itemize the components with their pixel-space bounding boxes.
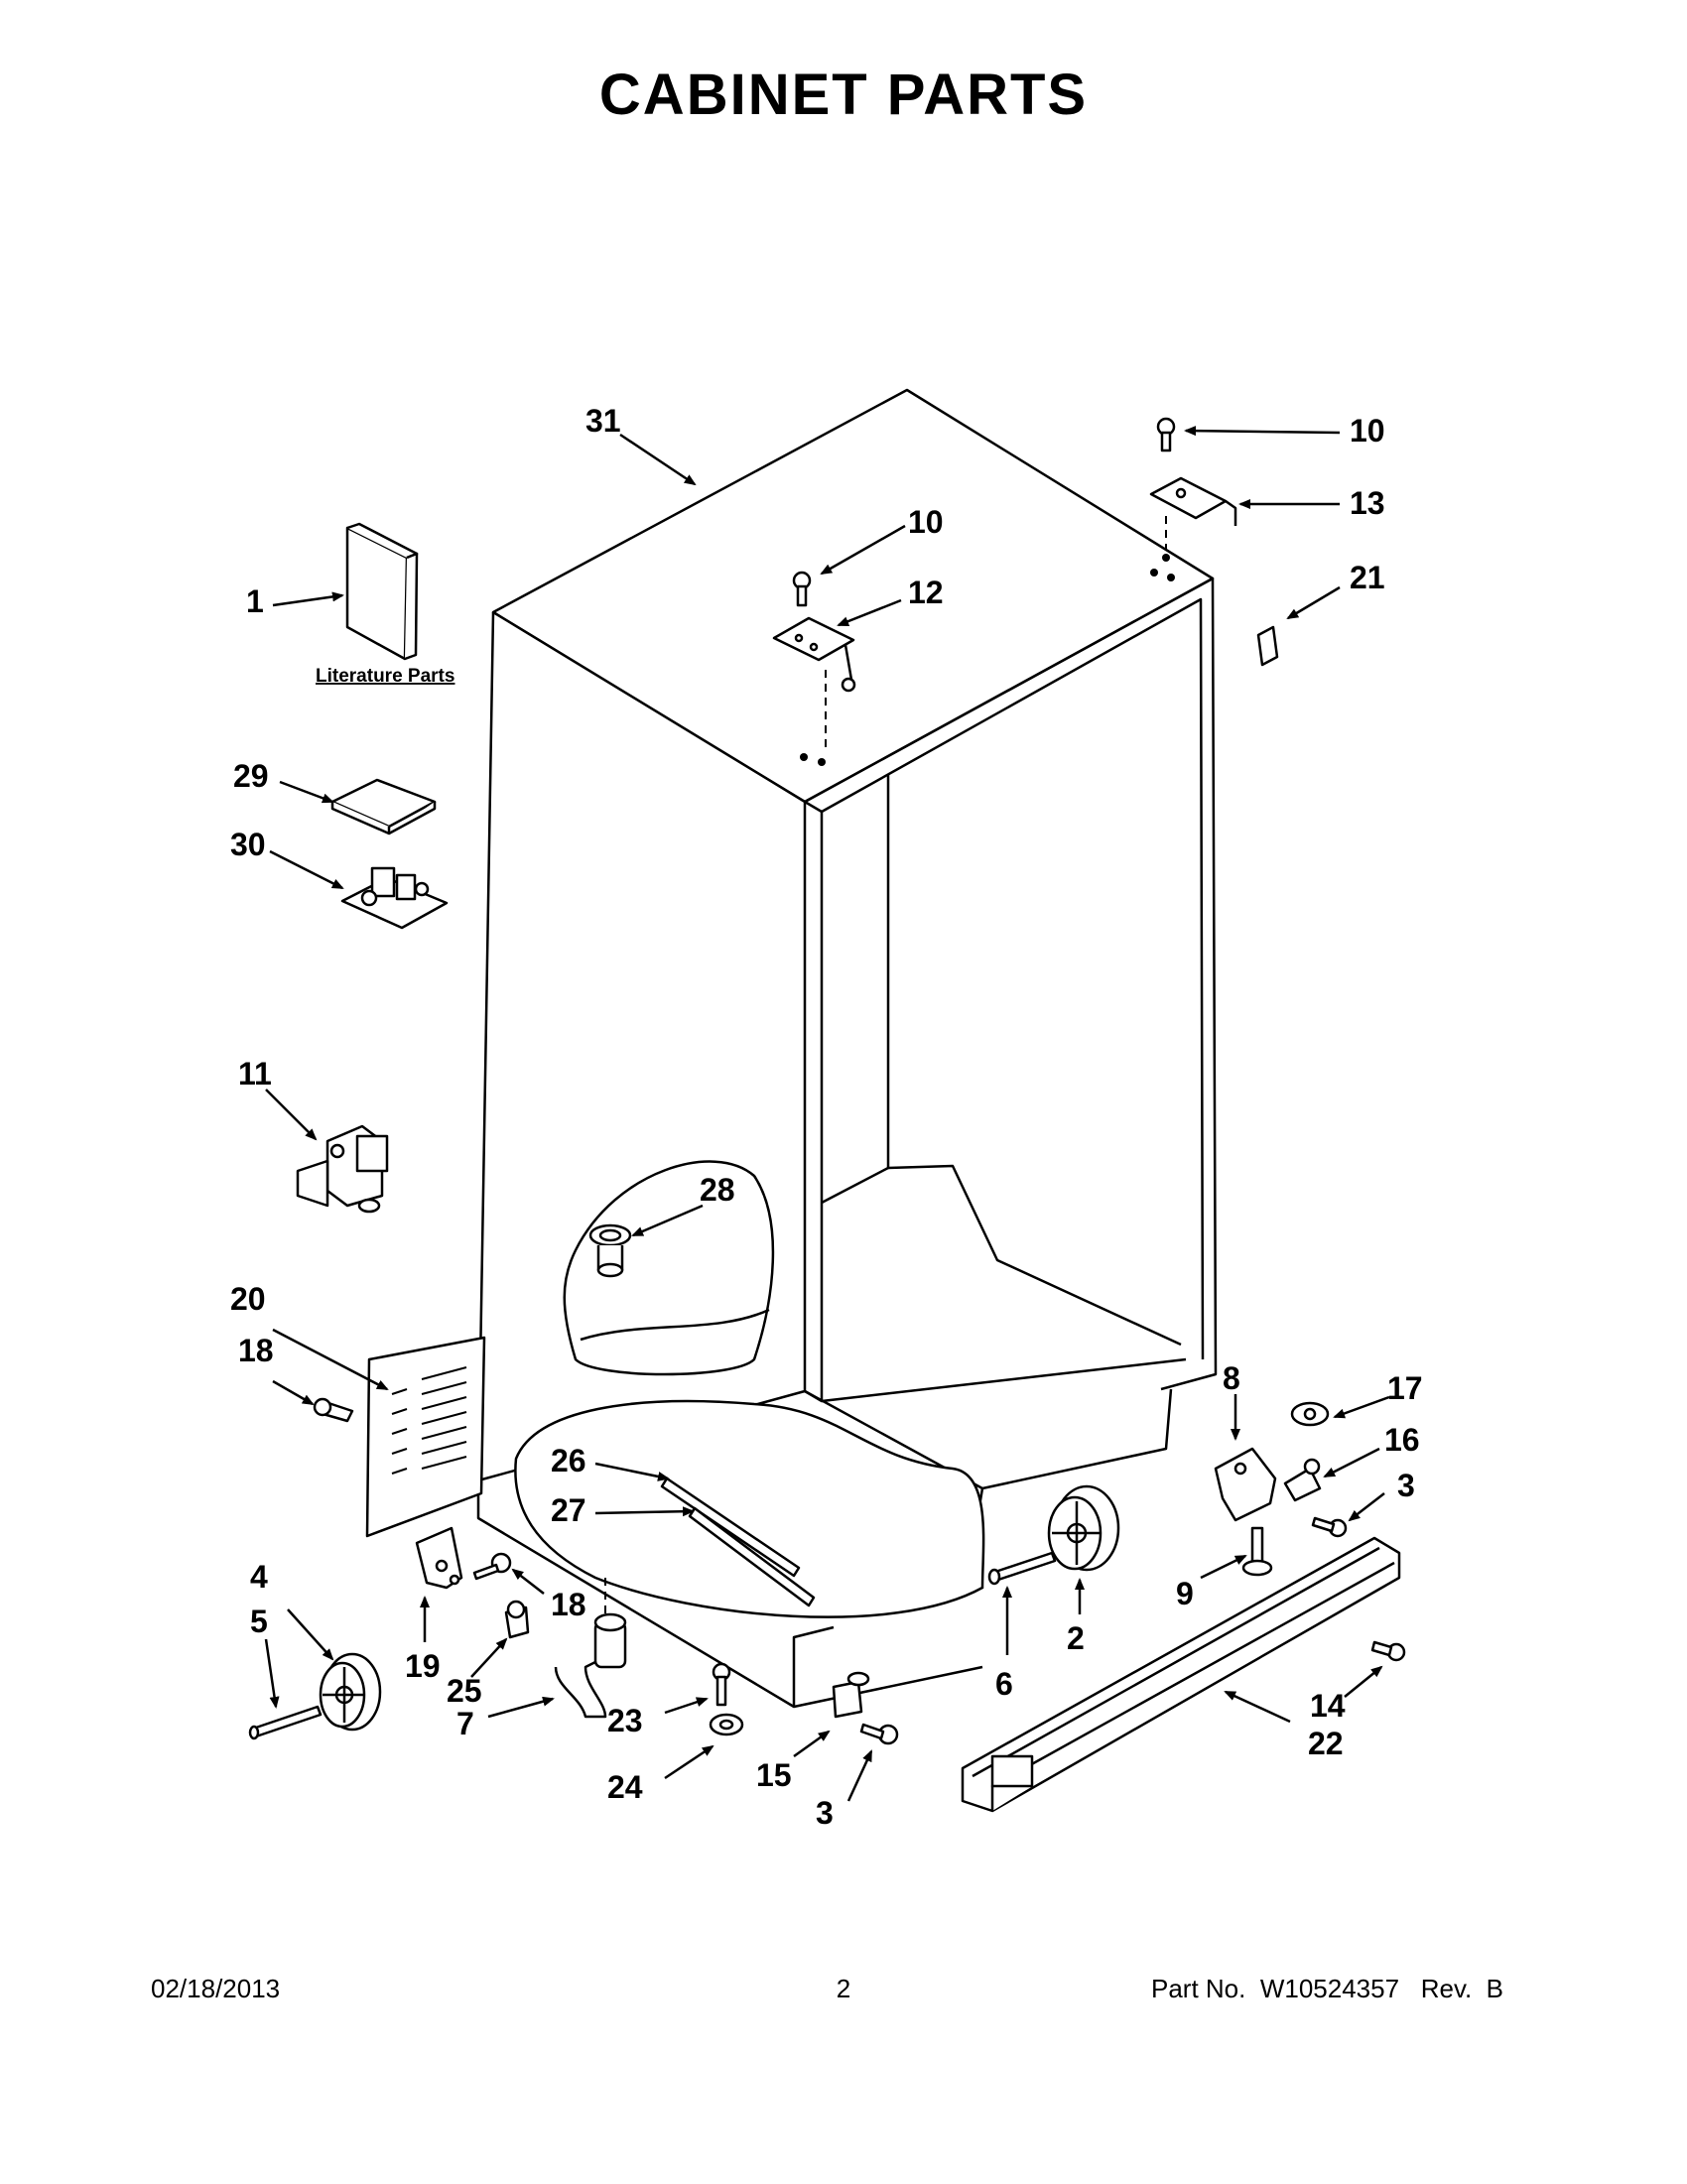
hinge-12: [772, 616, 855, 662]
callout-3-bottom: 3: [816, 1795, 834, 1831]
callout-26: 26: [551, 1443, 586, 1478]
callout-13: 13: [1350, 485, 1385, 521]
callout-29: 29: [233, 758, 269, 794]
callout-7: 7: [456, 1706, 474, 1741]
axle-left: [251, 1705, 323, 1738]
callout-19: 19: [405, 1648, 441, 1684]
page-title: CABINET PARTS: [598, 63, 1089, 127]
callout-21: 21: [1350, 560, 1385, 595]
footer-part-number: Part No. W10524357 Rev. B: [1151, 1974, 1504, 2003]
callout-10-top: 10: [1350, 413, 1385, 449]
control-cover: [330, 778, 437, 829]
callout-9: 9: [1176, 1576, 1194, 1611]
callout-31: 31: [585, 403, 621, 439]
callout-24: 24: [607, 1769, 643, 1805]
callout-23: 23: [607, 1703, 643, 1738]
callout-4: 4: [250, 1559, 268, 1595]
callout-3-right: 3: [1397, 1468, 1415, 1503]
callout-25: 25: [447, 1673, 482, 1709]
callout-27: 27: [551, 1492, 586, 1528]
callout-16: 16: [1384, 1422, 1420, 1458]
footer-page-number: 2: [836, 1974, 851, 2003]
hinge-16: [1283, 1467, 1322, 1502]
callout-22: 22: [1308, 1726, 1344, 1761]
callout-6: 6: [995, 1666, 1013, 1702]
callout-20: 20: [230, 1281, 266, 1317]
lower-cutaway: [514, 1399, 985, 1618]
callout-5: 5: [250, 1604, 268, 1639]
footer-date: 02/18/2013: [151, 1974, 281, 2003]
literature-parts-label: Literature Parts: [316, 666, 454, 687]
leveling-leg: [1250, 1526, 1264, 1565]
cutaway-region: [563, 1160, 775, 1376]
drain-hose: [554, 1616, 622, 1719]
tube-26: [660, 1477, 801, 1578]
callout-2: 2: [1067, 1620, 1085, 1656]
hinge-bracket-8: [1214, 1447, 1277, 1522]
callout-12: 12: [908, 575, 944, 610]
bracket-15: [832, 1680, 863, 1719]
callout-15: 15: [756, 1757, 792, 1793]
callout-18-left: 18: [238, 1333, 274, 1368]
callout-8: 8: [1223, 1360, 1240, 1396]
axle-right: [990, 1551, 1057, 1583]
callout-18-mid: 18: [551, 1587, 586, 1622]
callout-11: 11: [238, 1056, 272, 1092]
callout-17: 17: [1387, 1370, 1423, 1406]
plug-21: [1256, 625, 1279, 667]
callout-14: 14: [1310, 1688, 1346, 1724]
callout-28: 28: [700, 1172, 735, 1208]
callout-10-center: 10: [908, 504, 944, 540]
hinge-13: [1149, 476, 1228, 520]
callout-30: 30: [230, 827, 266, 862]
callout-1: 1: [246, 583, 264, 619]
